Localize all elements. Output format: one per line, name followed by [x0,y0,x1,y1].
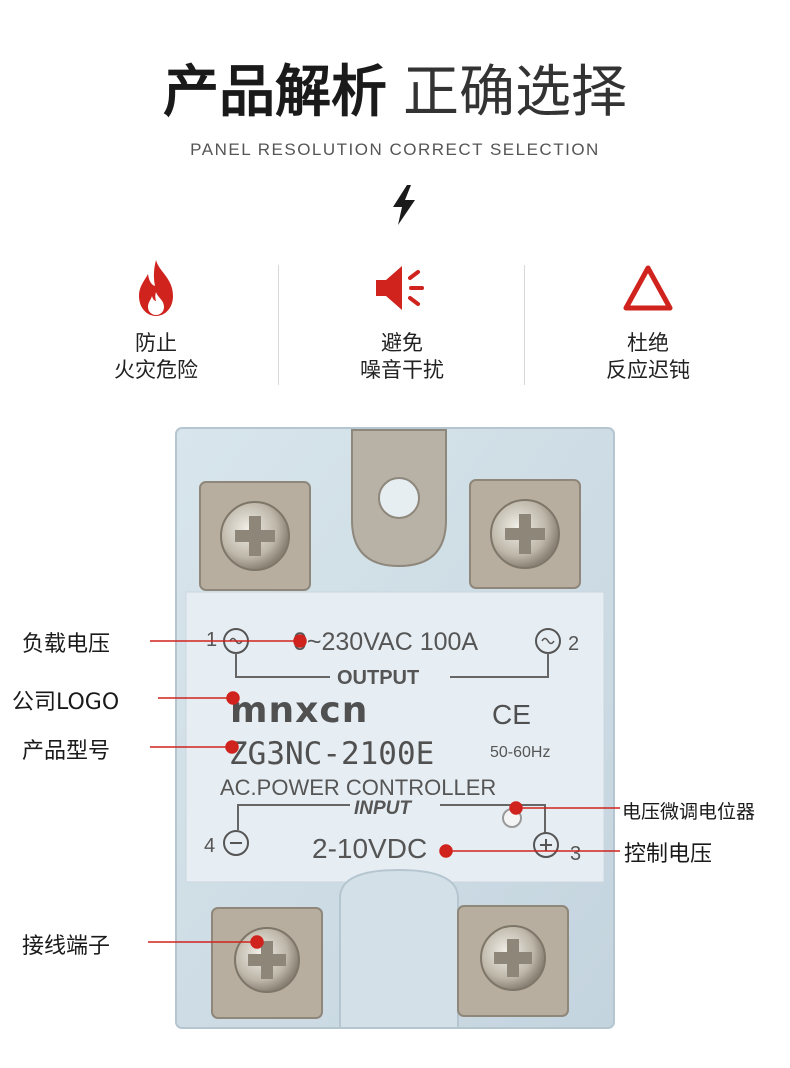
minus-terminal-icon [223,830,249,856]
ce-mark: CE [492,699,531,730]
feature-line1: 杜绝 [627,331,669,355]
feature-noise: 避免 噪音干扰 [312,258,492,384]
controller-label: AC.POWER CONTROLLER [220,775,496,800]
feature-line2: 火灾危险 [114,358,198,382]
feature-line2: 反应迟钝 [606,358,690,382]
model-number: ZG3NC-2100E [229,736,434,772]
input-label: INPUT [354,798,412,819]
divider [278,265,279,385]
warning-triangle-icon [623,265,673,311]
terminal-2-label: 2 [568,633,579,655]
title-bold: 产品解析 [163,60,387,125]
title-light: 正确选择 [403,60,627,125]
output-label: OUTPUT [337,667,419,689]
speaker-noise-icon [376,266,424,310]
feature-response: 杜绝 反应迟钝 [558,258,738,384]
feature-line2: 噪音干扰 [360,358,444,382]
page-title: 产品解析正确选择 [0,58,790,128]
terminal-1-label: 1 [206,629,217,651]
divider [524,265,525,385]
feature-fire: 防止 火灾危险 [66,258,246,384]
output-rating: 0~230VAC 100A [293,628,478,656]
lightning-bolt-icon [393,185,415,225]
flame-icon [139,260,173,316]
terminal-3-label: 3 [570,843,581,865]
feature-line1: 避免 [381,331,423,355]
page-subtitle: PANEL RESOLUTION CORRECT SELECTION [190,140,600,159]
callout-company-logo: 公司LOGO [12,690,120,715]
brand-logo: mnxcn [230,690,368,731]
callout-lines [148,634,620,949]
callout-model-number: 产品型号 [22,739,111,764]
callout-terminals: 接线端子 [22,934,111,959]
callout-load-voltage: 负载电压 [22,632,111,657]
feature-line1: 防止 [135,331,177,355]
callout-control-voltage: 控制电压 [624,842,713,867]
frequency: 50-60Hz [490,744,550,761]
plus-terminal-icon [533,832,559,858]
mounting-tab-bottom [339,868,459,1029]
input-rating: 2-10VDC [312,833,427,864]
terminal-4-label: 4 [204,835,215,857]
callout-potentiometer: 电压微调电位器 [622,801,756,823]
